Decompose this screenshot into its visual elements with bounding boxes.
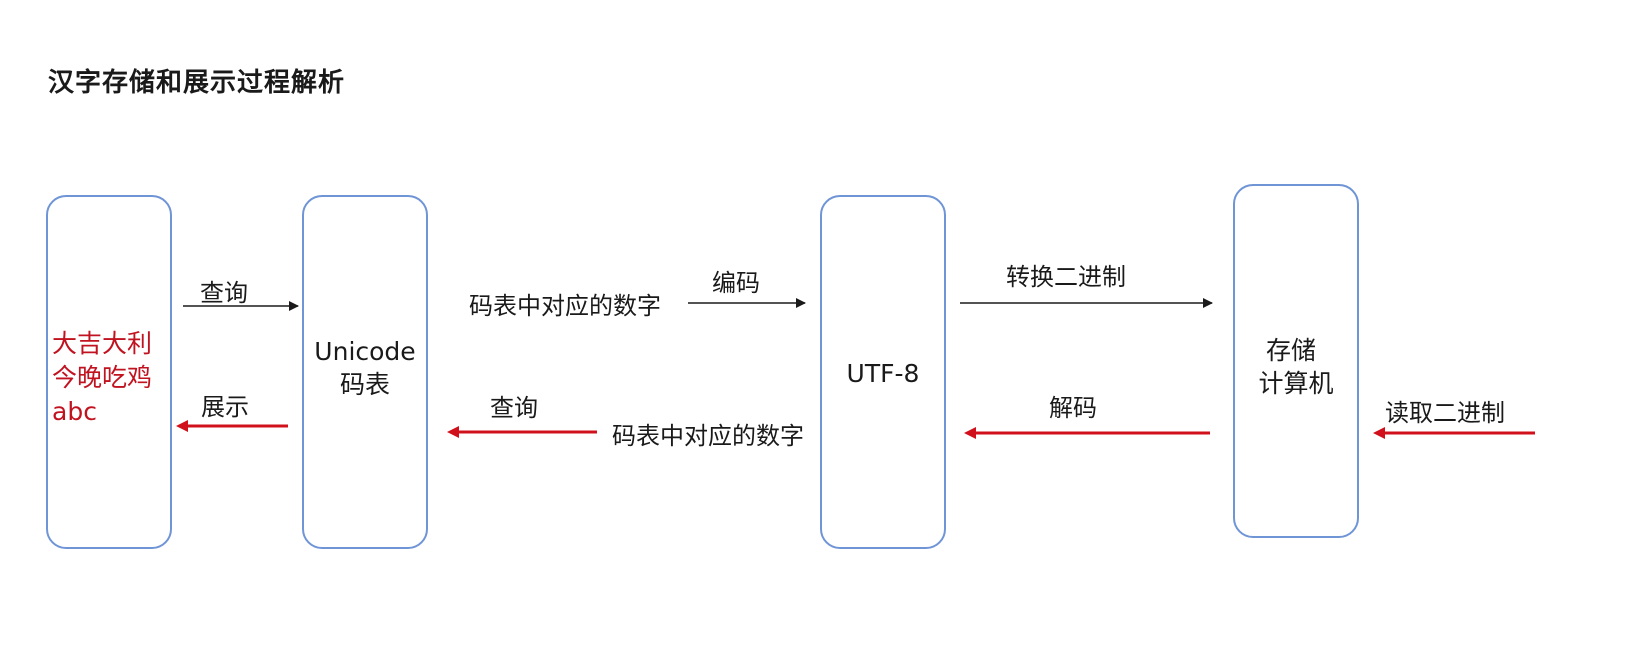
label-query-forward: 查询 (200, 279, 248, 307)
label-code-number-back: 码表中对应的数字 (612, 422, 804, 450)
label-encode: 编码 (712, 269, 760, 297)
label-to-binary: 转换二进制 (1006, 263, 1126, 291)
label-show: 展示 (201, 393, 249, 421)
storage-box-line-2: 计算机 (1258, 369, 1334, 398)
storage-box-line-1: 存储 (1265, 336, 1316, 365)
storage-box (1233, 184, 1359, 538)
display-text-line-3: abc (52, 397, 97, 426)
page-title: 汉字存储和展示过程解析 (48, 68, 346, 98)
utf8-box (820, 195, 946, 549)
label-decode: 解码 (1049, 394, 1097, 422)
unicode-table-box (302, 195, 428, 549)
display-text-line-1: 大吉大利 (52, 329, 153, 358)
display-text-line-2: 今晚吃鸡 (52, 363, 153, 392)
label-code-number-forward: 码表中对应的数字 (469, 292, 661, 320)
label-query-back: 查询 (490, 394, 538, 422)
unicode-box-line-1: Unicode (314, 337, 416, 366)
label-read-binary: 读取二进制 (1385, 399, 1505, 427)
utf8-box-label: UTF-8 (846, 359, 920, 388)
display-box (46, 195, 172, 549)
unicode-box-line-2: 码表 (339, 370, 390, 399)
